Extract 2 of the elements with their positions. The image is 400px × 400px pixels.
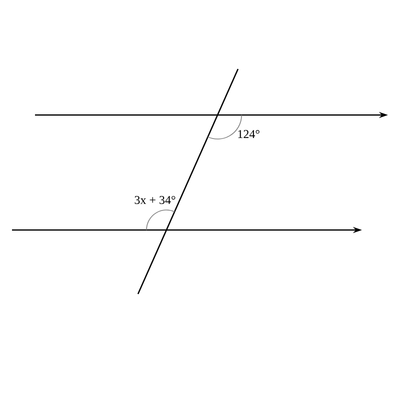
angle-label: 124° (238, 130, 260, 138)
angle-label: 3x + 34° (134, 196, 176, 204)
